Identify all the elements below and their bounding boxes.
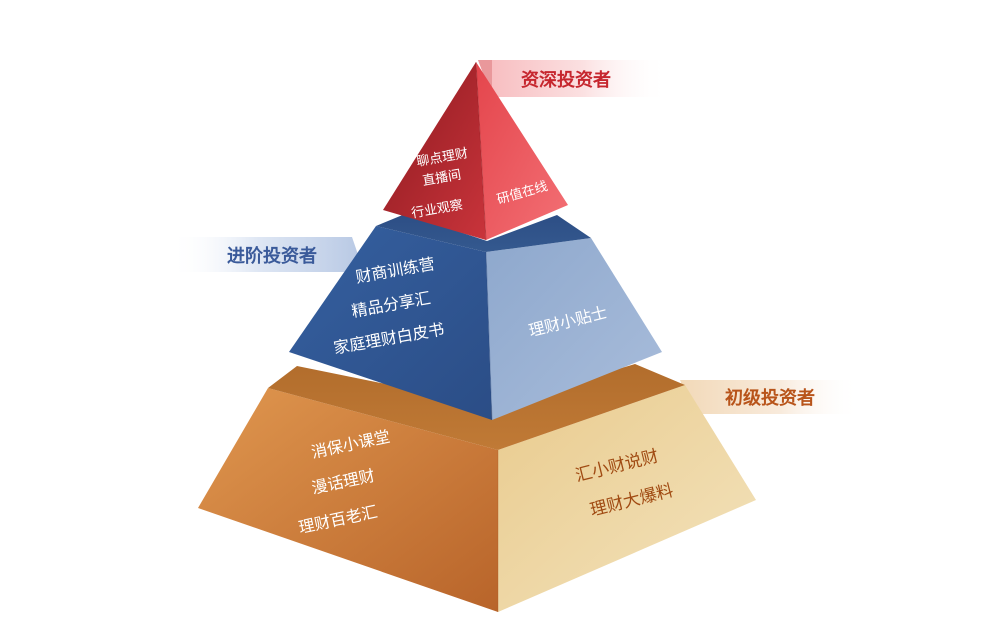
top-left-face (383, 62, 486, 240)
banner-advanced-investor: 进阶投资者 (170, 237, 364, 272)
middle-right-face (486, 238, 662, 420)
top-left-item: 直播间 (421, 168, 462, 190)
bottom-left-face (198, 388, 498, 612)
banner-senior-investor-label: 资深投资者 (521, 69, 611, 91)
top-right-face (476, 62, 568, 240)
banner-beginner-investor-label: 初级投资者 (725, 387, 815, 409)
middle-left-face (289, 226, 492, 420)
banner-advanced-investor-label: 进阶投资者 (227, 245, 317, 267)
banner-senior-investor: 资深投资者 (478, 60, 668, 97)
pyramid-tier-top: 聊点理财 直播间 行业观察 研值在线 (383, 61, 568, 241)
pyramid-tier-bottom: 消保小课堂 漫话理财 理财百老汇 汇小财说财 理财大爆料 (198, 364, 756, 612)
bottom-right-face (498, 385, 756, 612)
pyramid-tier-middle: 财商训练营 精品分享汇 家庭理财白皮书 理财小贴士 (289, 214, 662, 421)
banner-beginner-investor: 初级投资者 (680, 380, 860, 414)
